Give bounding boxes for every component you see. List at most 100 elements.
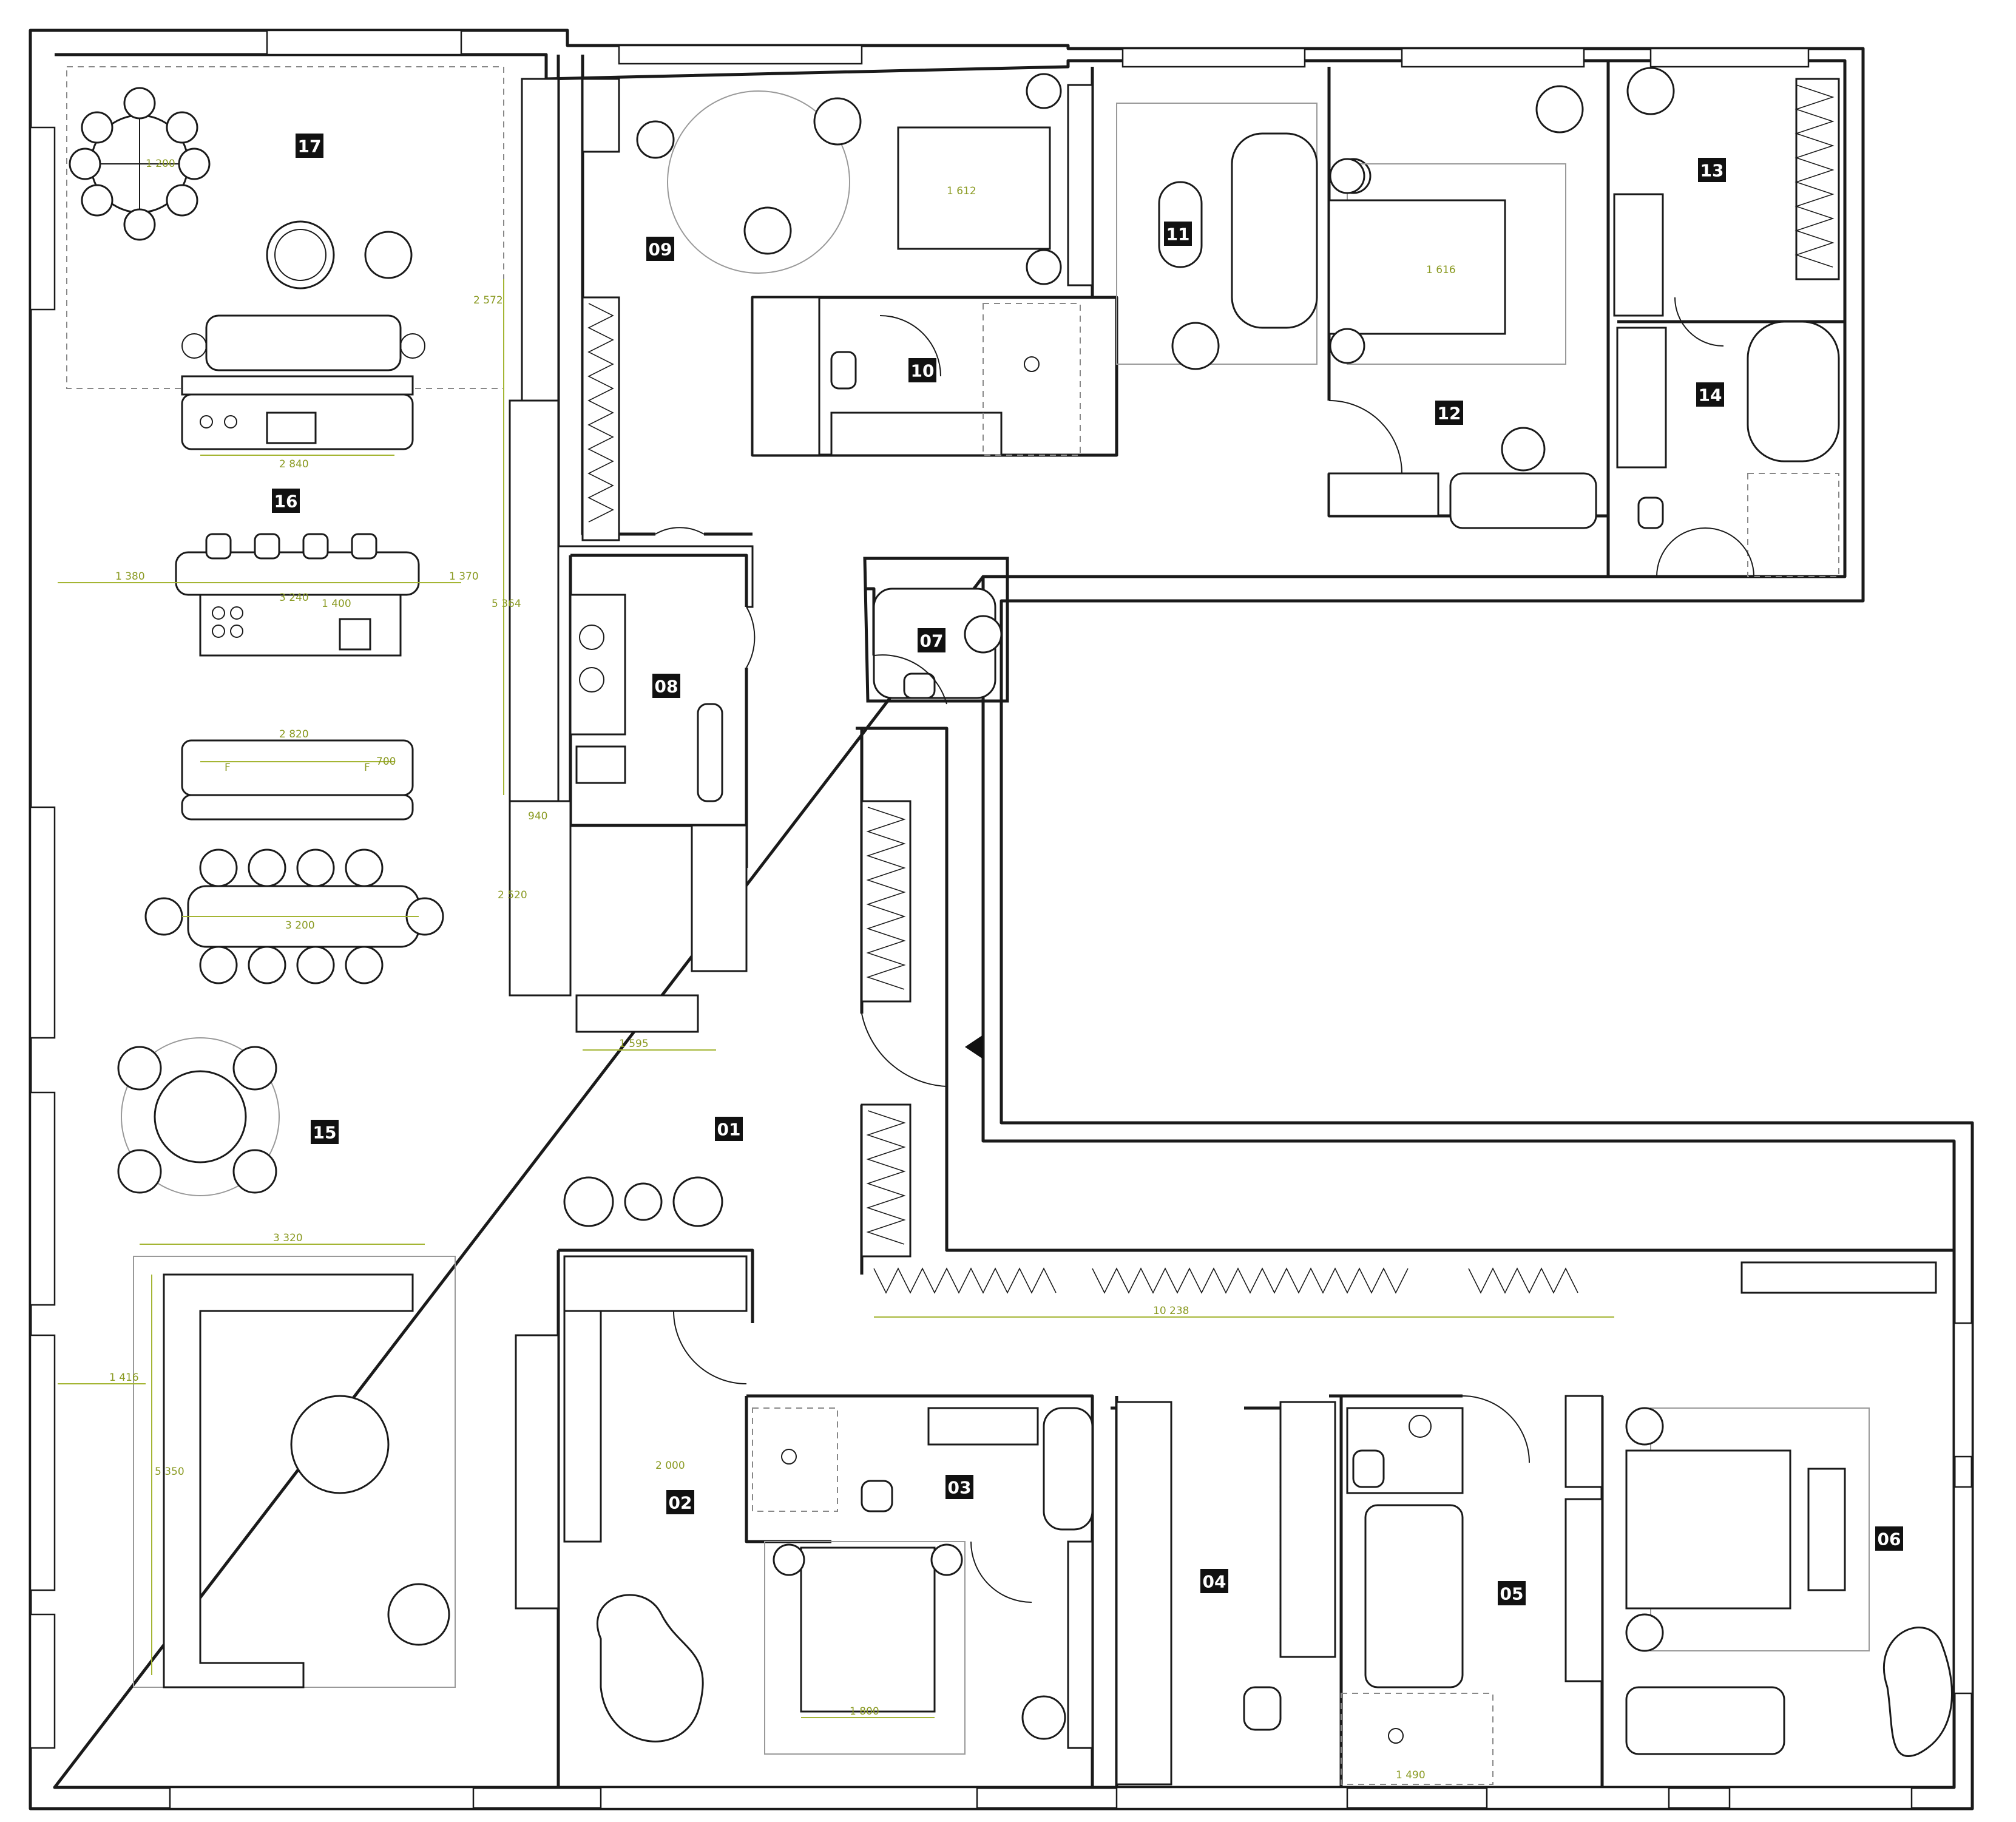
dim-bench: 1 595 — [619, 1038, 649, 1050]
living-room-17 — [66, 66, 504, 396]
toilet-05 — [1352, 1449, 1385, 1488]
dim-dining-diameter: 1 200 — [146, 158, 175, 170]
storage-columns — [509, 78, 912, 1258]
svg-text:17: 17 — [298, 137, 322, 157]
room-tags: 01 02 03 04 05 06 07 08 09 10 11 12 13 1… — [272, 134, 1903, 1605]
windows-south — [169, 1786, 1913, 1810]
bed-03 — [800, 1546, 936, 1713]
room-tag-03: 03 — [945, 1475, 973, 1499]
svg-text:06: 06 — [1878, 1529, 1901, 1549]
svg-text:02: 02 — [669, 1493, 692, 1513]
svg-text:08: 08 — [655, 677, 678, 697]
tall-cabinets-16 — [509, 399, 560, 802]
svg-text:13: 13 — [1700, 161, 1724, 181]
windows-north — [266, 29, 1810, 68]
dressing-04 — [1115, 1401, 1336, 1786]
toilet-10 — [830, 351, 857, 390]
stove-label: F — [364, 762, 370, 774]
room-tag-01: 01 — [715, 1117, 743, 1141]
console-06 — [1807, 1468, 1846, 1591]
vanity-10 — [830, 411, 1003, 456]
svg-text:04: 04 — [1203, 1572, 1226, 1592]
island-sink — [339, 618, 371, 651]
svg-text:07: 07 — [920, 631, 944, 651]
dim-bed-12: 1 616 — [1426, 264, 1456, 276]
bathtub-05 — [1364, 1504, 1464, 1688]
wc-sink — [964, 615, 1003, 654]
bedroom-03 — [764, 1540, 1094, 1755]
laundry-08 — [569, 594, 748, 972]
room-tag-05: 05 — [1498, 1581, 1526, 1605]
round-rug — [121, 1037, 280, 1196]
dim-cabinet-16: 5 364 — [492, 598, 521, 610]
bath-10 — [751, 296, 1081, 456]
shower-05 — [1341, 1693, 1493, 1785]
desk-09 — [581, 78, 620, 153]
windows-west — [29, 126, 56, 1749]
dressing-13-bath-14 — [1613, 67, 1840, 577]
bed-12 — [1328, 199, 1506, 335]
dining-lounge-15 — [117, 848, 456, 1688]
dim-shower-05: 1 490 — [1396, 1769, 1426, 1781]
dim-long-table: 3 200 — [285, 919, 315, 932]
sink-top — [266, 411, 317, 444]
entrance-arrow-icon — [965, 1035, 983, 1059]
toilet-14 — [1637, 496, 1664, 529]
svg-text:09: 09 — [649, 240, 672, 260]
wardrobe-corridor-1 — [861, 800, 912, 1003]
windows-east — [1953, 1322, 1974, 1695]
wc-toilet — [903, 672, 936, 699]
round-side-table — [743, 206, 792, 255]
dim-east-offset: 1 370 — [449, 571, 479, 583]
sofa — [205, 314, 402, 371]
svg-text:05: 05 — [1500, 1584, 1524, 1604]
shelf-12 — [1328, 472, 1439, 517]
wardrobe-04-left — [1115, 1401, 1172, 1786]
room-tag-08: 08 — [652, 674, 680, 698]
shower-10 — [983, 303, 1081, 456]
shower-03 — [752, 1407, 838, 1512]
dim-bed-03: 1 800 — [850, 1705, 879, 1718]
kidney-desk-06 — [1882, 1627, 1953, 1757]
room-tag-16: 16 — [272, 489, 300, 513]
room-tag-14: 14 — [1696, 382, 1724, 407]
svg-text:14: 14 — [1699, 385, 1722, 405]
toilet-03 — [861, 1480, 893, 1512]
dim-west-offset: 1 380 — [115, 571, 145, 583]
armchair — [364, 231, 413, 279]
dim-cabinet-15: 2 520 — [498, 889, 527, 901]
lounge-coffee-table — [290, 1395, 390, 1494]
wardrobe-13 — [1795, 78, 1840, 280]
dim-pantry-depth: 700 — [376, 756, 396, 768]
kitchen-16: F F — [175, 393, 420, 821]
desk-12 — [1449, 472, 1597, 529]
svg-text:01: 01 — [717, 1120, 741, 1140]
wardrobe-04-right — [1279, 1401, 1336, 1658]
bench-15 — [575, 994, 699, 1033]
dim-cabinet-width: 940 — [528, 810, 547, 822]
ottoman-04 — [1243, 1686, 1282, 1731]
tv-panel-11 — [1067, 84, 1094, 286]
tv-panel-02 — [515, 1334, 560, 1610]
svg-text:10: 10 — [911, 361, 935, 381]
room-tag-04: 04 — [1200, 1569, 1228, 1593]
dim-pantry: 2 820 — [279, 728, 309, 740]
room-tag-15: 15 — [311, 1120, 339, 1144]
wardrobe-02 — [563, 1255, 748, 1312]
bench-06 — [1625, 1686, 1785, 1755]
svg-text:03: 03 — [948, 1478, 972, 1498]
media-console — [181, 375, 414, 396]
tall-cabinets-15 — [509, 800, 572, 997]
tall-cabinets-17 — [521, 78, 560, 420]
room-tag-17: 17 — [296, 134, 323, 158]
coffee-table — [266, 220, 335, 290]
dim-rug-width: 3 320 — [273, 1232, 303, 1244]
laundry-machines — [569, 594, 626, 736]
room-tag-11: 11 — [1164, 222, 1192, 246]
bedroom-11 — [1067, 84, 1372, 370]
dim-rug-length: 5 350 — [155, 1466, 184, 1478]
room-tag-10: 10 — [908, 358, 936, 382]
dimension-labels: 1 200 1 612 1 616 2 840 1 380 1 370 3 24… — [109, 158, 1456, 1781]
room-tag-02: 02 — [666, 1490, 694, 1514]
